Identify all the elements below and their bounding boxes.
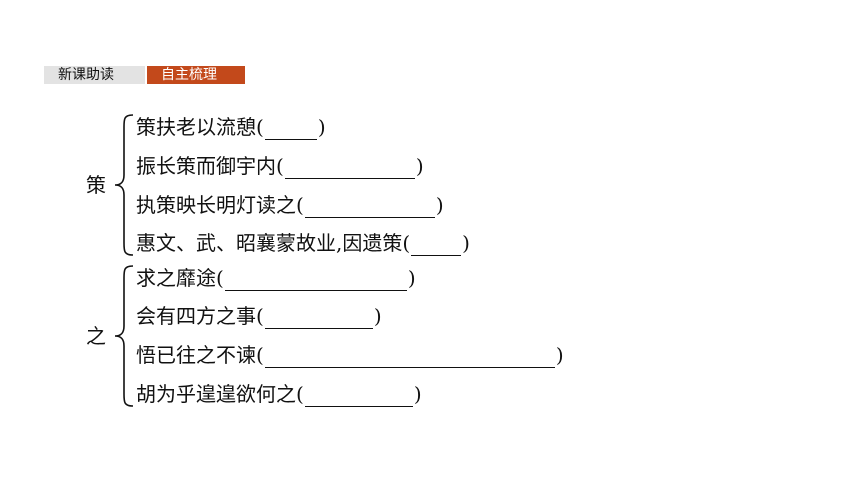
close-paren: ) [373, 304, 382, 328]
phrase: 执策映长明灯读之 [136, 193, 296, 217]
close-paren: ) [415, 154, 424, 178]
list-item: 会有四方之事 ( ) [136, 303, 382, 329]
close-paren: ) [555, 343, 564, 367]
close-paren: ) [413, 382, 422, 406]
phrase: 求之靡途 [136, 266, 216, 290]
phrase: 会有四方之事 [136, 304, 256, 328]
tab-new-lesson-guide[interactable]: 新课助读 [44, 66, 145, 84]
list-item: 执策映长明灯读之 ( ) [136, 192, 444, 218]
open-paren: ( [296, 382, 304, 406]
open-paren: ( [256, 343, 264, 367]
close-paren: ) [462, 231, 470, 255]
tab-bar: 新课助读 自主梳理 [44, 66, 245, 84]
answer-blank[interactable] [224, 270, 407, 291]
open-paren: ( [216, 266, 224, 290]
answer-blank[interactable] [264, 308, 373, 329]
answer-blank[interactable] [304, 386, 413, 407]
open-paren: ( [402, 231, 411, 255]
answer-blank[interactable] [264, 347, 555, 368]
list-item: 胡为乎遑遑欲何之 ( ) [136, 381, 422, 407]
left-brace-icon [114, 114, 134, 256]
group-label: 之 [86, 324, 106, 348]
answer-blank[interactable] [304, 197, 435, 218]
tab-self-review[interactable]: 自主梳理 [147, 66, 245, 84]
left-brace-icon [114, 265, 134, 407]
phrase: 胡为乎遑遑欲何之 [136, 382, 296, 406]
list-item: 求之靡途 ( ) [136, 265, 416, 291]
close-paren: ) [435, 193, 444, 217]
phrase: 惠文、武、昭襄蒙故业,因遗策 [136, 231, 403, 255]
close-paren: ) [317, 115, 326, 139]
list-item: 惠文、武、昭襄蒙故业,因遗策 ( ) [136, 230, 470, 256]
list-item: 振长策而御宇内 ( ) [136, 153, 424, 179]
phrase: 振长策而御宇内 [136, 154, 276, 178]
phrase: 悟已往之不谏 [136, 343, 256, 367]
phrase: 策扶老以流憩 [136, 115, 256, 139]
answer-blank[interactable] [284, 158, 415, 179]
open-paren: ( [276, 154, 284, 178]
open-paren: ( [256, 304, 264, 328]
open-paren: ( [256, 115, 264, 139]
open-paren: ( [296, 193, 304, 217]
group-label: 策 [86, 173, 106, 197]
list-item: 策扶老以流憩 ( ) [136, 114, 326, 140]
answer-blank[interactable] [264, 119, 317, 140]
close-paren: ) [407, 266, 416, 290]
answer-blank[interactable] [411, 235, 462, 256]
list-item: 悟已往之不谏 ( ) [136, 342, 564, 368]
